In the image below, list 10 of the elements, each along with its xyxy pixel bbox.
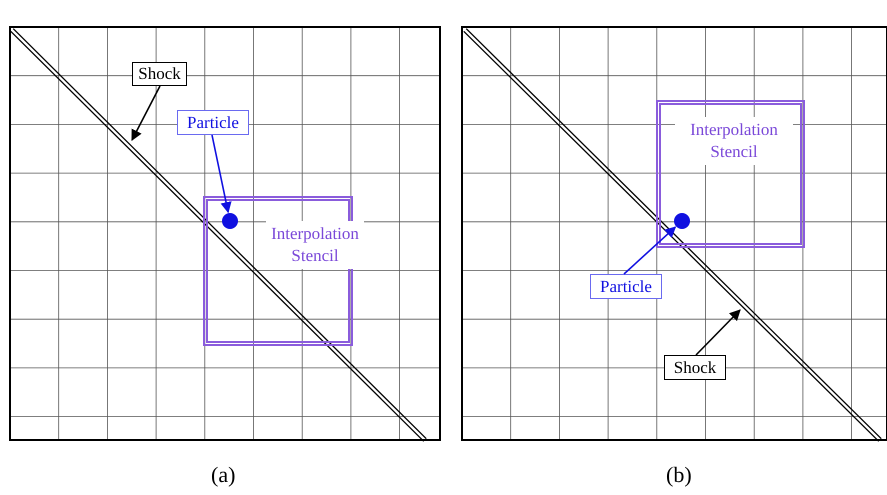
panel-caption: (b) — [666, 462, 692, 488]
stencil-label: Interpolation Stencil — [675, 117, 793, 165]
leader-line — [695, 309, 741, 356]
particle-dot — [674, 213, 690, 229]
particle-dot — [222, 213, 238, 229]
leader-line — [211, 134, 232, 214]
panel-caption: (a) — [211, 462, 236, 488]
leader-line — [623, 226, 676, 275]
leader-line — [131, 86, 161, 141]
stencil-label: Interpolation Stencil — [266, 221, 364, 269]
